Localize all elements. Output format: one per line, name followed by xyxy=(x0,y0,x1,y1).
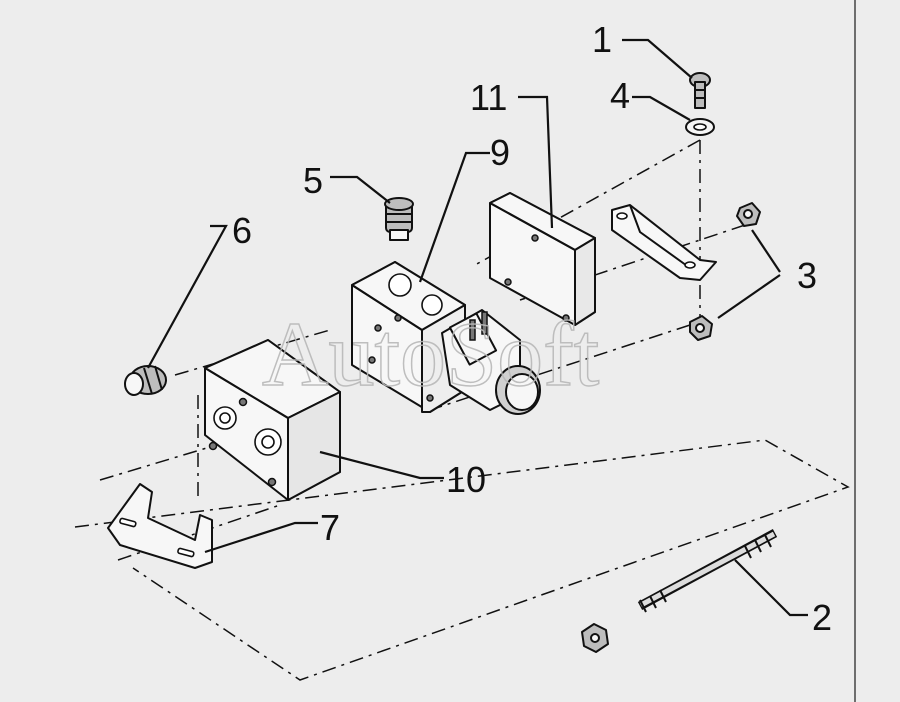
stud-part-2 xyxy=(637,529,778,613)
nut-part-3-lower xyxy=(689,315,713,341)
valve-block-part-10 xyxy=(204,339,341,501)
washer-part-4 xyxy=(685,118,715,136)
callout-1: 1 xyxy=(592,19,612,60)
callout-6: 6 xyxy=(232,210,252,251)
bracket-part-7 xyxy=(107,483,213,569)
bracket-upper xyxy=(611,204,717,281)
callout-11: 11 xyxy=(470,77,507,118)
leader-lines xyxy=(147,38,808,617)
bolt-part-1 xyxy=(689,72,711,109)
callout-5: 5 xyxy=(303,160,323,201)
assembly-axis-lines xyxy=(74,139,850,681)
fitting-part-6 xyxy=(124,365,167,396)
fitting-part-5 xyxy=(384,197,414,241)
watermark: AutoSoft xyxy=(262,303,600,405)
callout-4: 4 xyxy=(610,75,630,116)
callout-2: 2 xyxy=(812,597,832,638)
callout-9: 9 xyxy=(490,132,510,173)
callout-10: 10 xyxy=(446,459,486,500)
callout-3: 3 xyxy=(797,255,817,296)
valve-part-9 xyxy=(351,261,541,415)
nut-part-3-upper xyxy=(736,202,761,227)
cover-plate-part-11 xyxy=(489,192,596,326)
callout-7: 7 xyxy=(320,507,340,548)
nut-part-2 xyxy=(581,623,609,653)
